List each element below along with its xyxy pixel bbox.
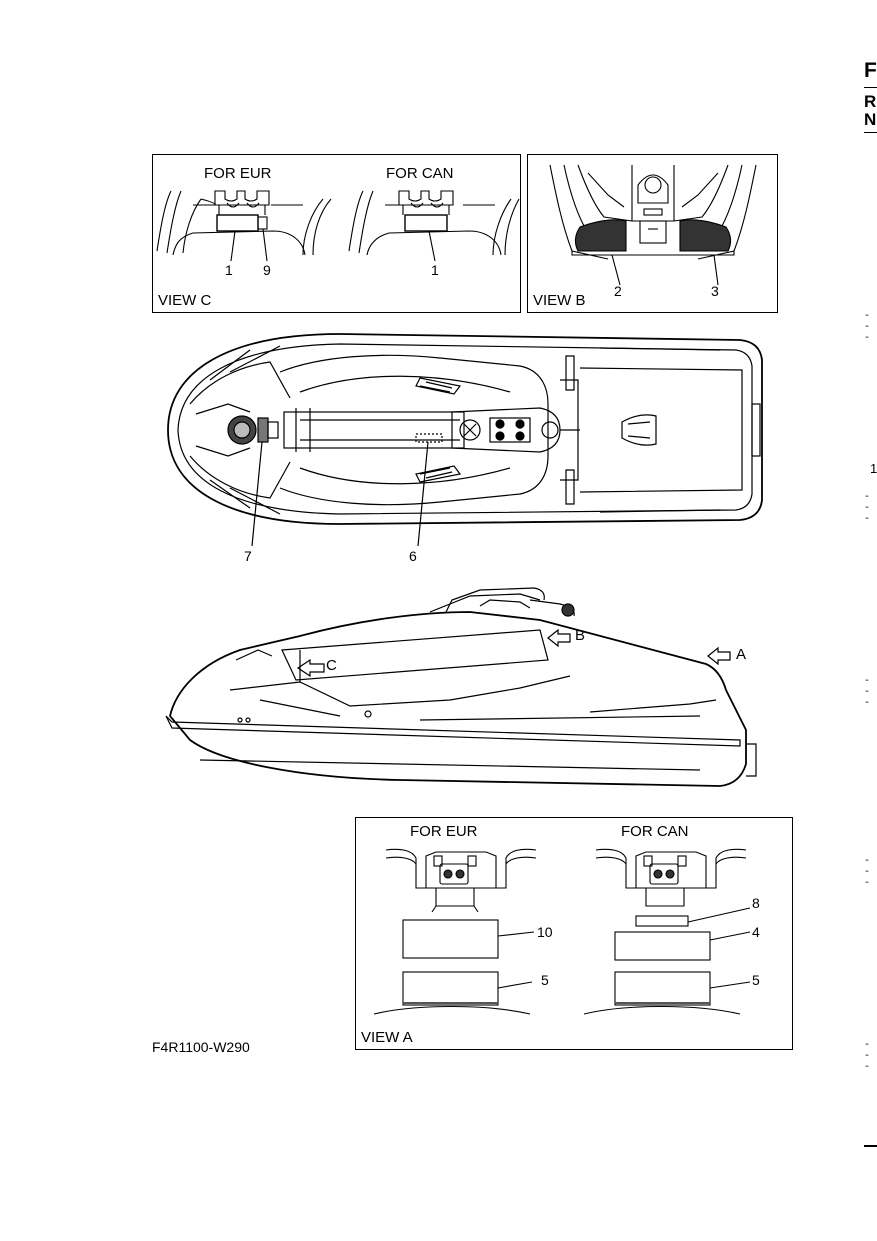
edge-dash-5: - - - — [864, 1040, 871, 1073]
edge-letter-f: F — [864, 59, 877, 82]
edge-letter-r: R — [864, 92, 877, 111]
view-a-callout-4: 4 — [752, 924, 760, 940]
view-c-callout-9: 9 — [263, 262, 271, 278]
edge-letter-n: N — [864, 110, 877, 129]
top-view-callout-6: 6 — [409, 548, 417, 564]
view-a-can-heading: FOR CAN — [621, 823, 689, 840]
view-a-callout-5-eur: 5 — [541, 972, 549, 988]
view-a-callout-8: 8 — [752, 895, 760, 911]
side-view-arrow-b: B — [575, 627, 586, 644]
view-b-callout-3: 3 — [711, 283, 719, 299]
edge-dash-4: - - - — [864, 856, 871, 889]
view-b-drawing — [549, 164, 757, 286]
view-c-callout-1-can: 1 — [431, 262, 439, 278]
view-c-drawing — [156, 190, 520, 262]
view-b-panel — [527, 154, 778, 313]
figure-code: F4R1100-W290 — [152, 1039, 250, 1055]
view-c-eur-heading: FOR EUR — [204, 165, 272, 182]
edge-rule-1 — [864, 87, 877, 88]
view-c-callout-1-eur: 1 — [225, 262, 233, 278]
view-a-eur-heading: FOR EUR — [410, 823, 478, 840]
edge-rule-2 — [864, 132, 877, 133]
side-view-arrow-a: A — [736, 646, 747, 663]
view-c-panel — [152, 154, 521, 313]
side-view-arrow-c: C — [326, 657, 337, 674]
top-view-callout-7: 7 — [244, 548, 252, 564]
view-c-can-heading: FOR CAN — [386, 165, 454, 182]
view-b-callout-2: 2 — [614, 283, 622, 299]
view-a-callout-10: 10 — [537, 924, 553, 940]
edge-rule-3 — [864, 1145, 877, 1147]
view-a-title: VIEW A — [361, 1029, 413, 1046]
view-b-title: VIEW B — [533, 292, 586, 309]
edge-dash-3: - - - — [864, 676, 871, 709]
view-a-callout-5-can: 5 — [752, 972, 760, 988]
view-a-panel — [355, 817, 793, 1050]
edge-dash-1: - - - — [864, 311, 871, 344]
edge-page-marker: 1 — [870, 461, 877, 476]
view-c-title: VIEW C — [158, 292, 212, 309]
view-a-drawing — [373, 848, 751, 1015]
edge-dash-2: - - - — [864, 492, 871, 525]
